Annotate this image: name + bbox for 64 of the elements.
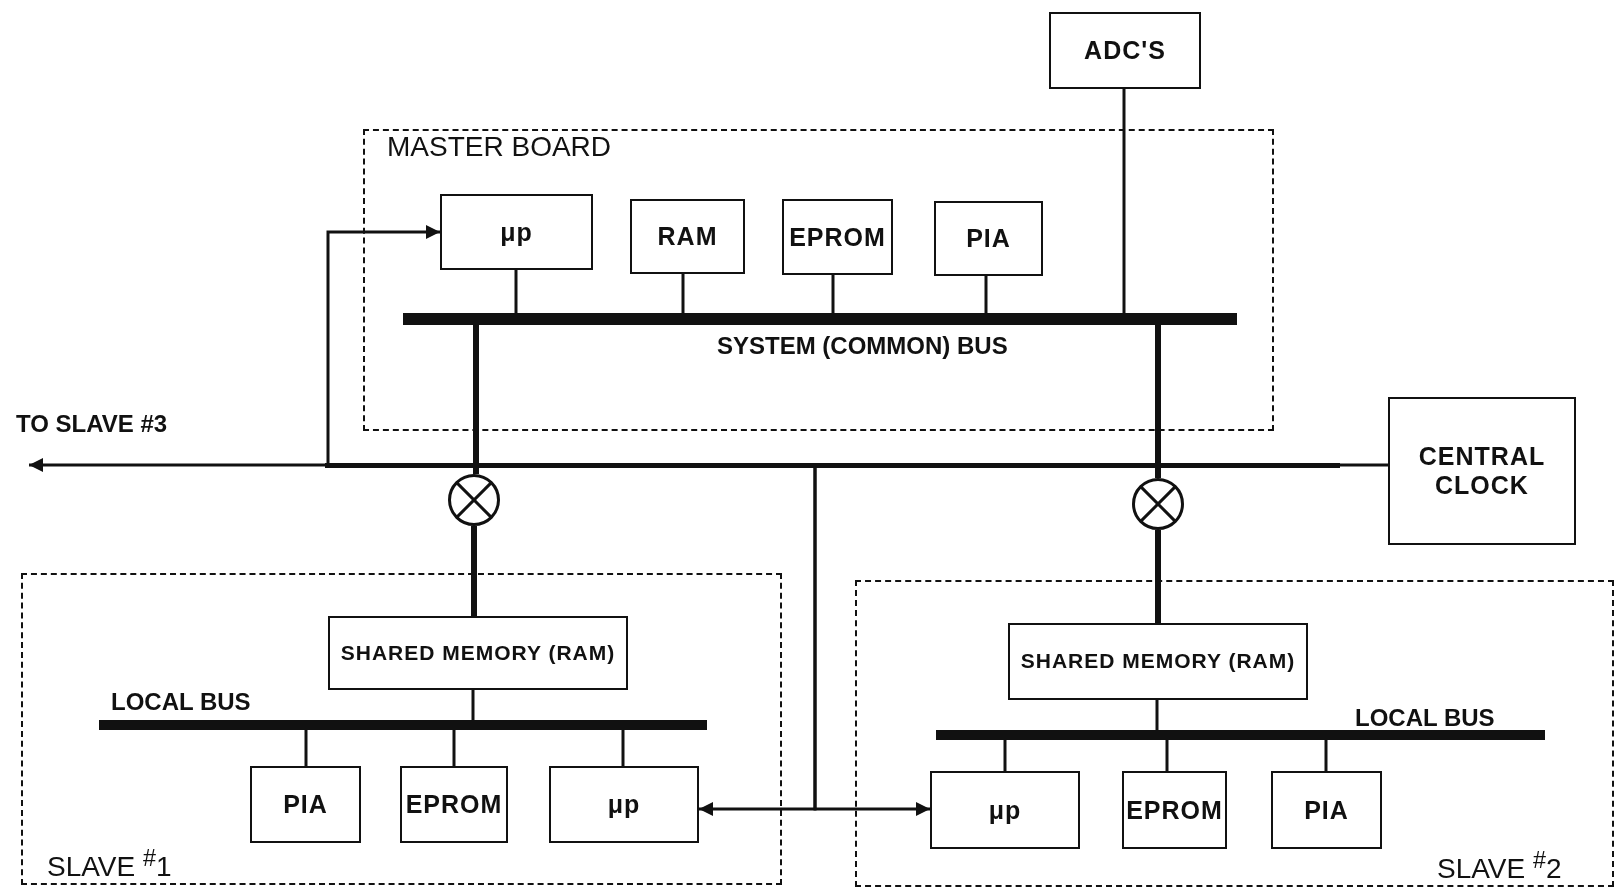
dashed-board-outline	[855, 580, 1614, 887]
board-title: MASTER BOARD	[387, 131, 612, 163]
connector-line	[1165, 740, 1169, 771]
bus-label: LOCAL BUS	[1355, 704, 1495, 732]
board-title: SLAVE $^{#}$1	[47, 844, 172, 883]
connector-line	[1340, 463, 1388, 467]
connector-line	[473, 325, 479, 474]
bus-bar	[403, 313, 1237, 325]
component-label: PIA	[1304, 795, 1349, 825]
component-label: EPROM	[405, 790, 503, 819]
bus-bar	[99, 720, 707, 730]
connector-line	[1155, 530, 1161, 623]
connector-line	[1155, 700, 1159, 730]
component-box	[440, 194, 593, 270]
arrow	[813, 468, 930, 816]
bus-bar	[325, 463, 1340, 468]
component-label: RAM	[657, 222, 718, 251]
component-label: μp	[988, 795, 1022, 825]
component-box	[400, 766, 508, 843]
connector-line	[514, 270, 518, 313]
dashed-board-outline	[21, 573, 782, 885]
connector-line	[1324, 740, 1328, 771]
component-label: SHARED MEMORY (RAM)	[1020, 649, 1296, 674]
component-label: PIA	[283, 790, 328, 819]
component-box	[250, 766, 361, 843]
component-box	[549, 766, 699, 843]
component-label: EPROM	[1126, 795, 1223, 825]
connector-line	[452, 730, 456, 766]
connector-line	[1155, 325, 1161, 478]
component-box	[1049, 12, 1201, 89]
component-label: μp	[500, 217, 533, 247]
component-box	[930, 771, 1080, 849]
connector-line	[831, 275, 835, 313]
bus-label: LOCAL BUS	[111, 688, 251, 716]
connector-line	[1122, 89, 1126, 313]
component-label: ADC'S	[1084, 36, 1166, 65]
component-box	[1271, 771, 1382, 849]
board-title: SLAVE $^{#}$2	[1437, 846, 1562, 885]
arrow	[29, 458, 325, 472]
arrow	[326, 225, 440, 463]
component-label: EPROM	[789, 222, 886, 252]
component-label: μp	[607, 790, 641, 819]
component-label: PIA	[966, 224, 1011, 253]
component-box	[1122, 771, 1227, 849]
connector-line	[471, 526, 477, 616]
component-box	[1008, 623, 1308, 700]
connector-line	[471, 690, 475, 720]
component-box	[328, 616, 628, 690]
crossed-circle-symbol	[1132, 478, 1184, 530]
connector-line	[304, 730, 308, 766]
dashed-board-outline	[363, 129, 1274, 431]
component-box	[782, 199, 893, 275]
connector-line	[984, 276, 988, 313]
connector-line	[681, 274, 685, 313]
component-label: CENTRAL CLOCK	[1417, 442, 1547, 500]
connector-line	[1003, 740, 1007, 771]
component-box	[630, 199, 745, 274]
connector-line	[621, 730, 625, 766]
component-label: SHARED MEMORY (RAM)	[340, 640, 616, 666]
bus-label: SYSTEM (COMMON) BUS	[717, 332, 1008, 360]
crossed-circle-symbol	[448, 474, 500, 526]
component-box	[934, 201, 1043, 276]
bus-bar	[936, 730, 1545, 740]
component-box	[1388, 397, 1576, 545]
